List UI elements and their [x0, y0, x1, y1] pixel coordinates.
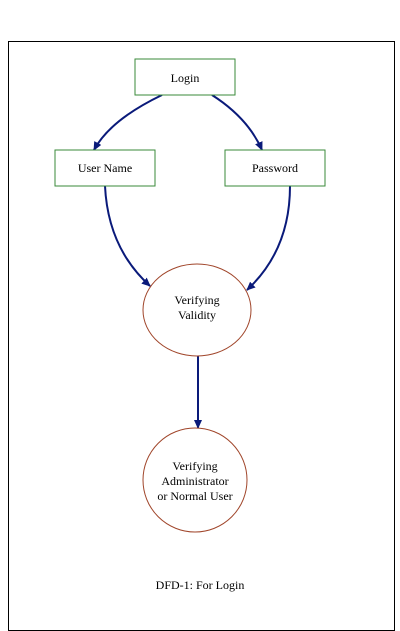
process-verify-user-type: Verifying Administrator or Normal User — [142, 427, 248, 533]
node-login: Login — [134, 58, 236, 96]
node-password: Password — [224, 149, 326, 187]
node-login-label: Login — [171, 71, 200, 85]
process-verify-validity: Verifying Validity — [142, 263, 252, 357]
arrow-username-to-validity — [104, 185, 151, 287]
arrow-login-to-password — [211, 94, 263, 151]
node-username: User Name — [54, 149, 156, 187]
arrow-password-to-validity — [246, 185, 291, 291]
diagram-caption: DFD-1: For Login — [155, 578, 245, 592]
arrow-login-to-username — [93, 94, 163, 151]
process-verify-user-type-line-3: or Normal User — [157, 489, 232, 503]
process-verify-user-type-line-2: Administrator — [161, 474, 228, 488]
process-verify-user-type-line-1: Verifying — [172, 459, 217, 473]
node-username-label: User Name — [78, 161, 132, 175]
process-verify-validity-line-1: Verifying — [174, 293, 219, 307]
process-verify-validity-line-2: Validity — [178, 308, 216, 322]
node-password-label: Password — [252, 161, 298, 175]
